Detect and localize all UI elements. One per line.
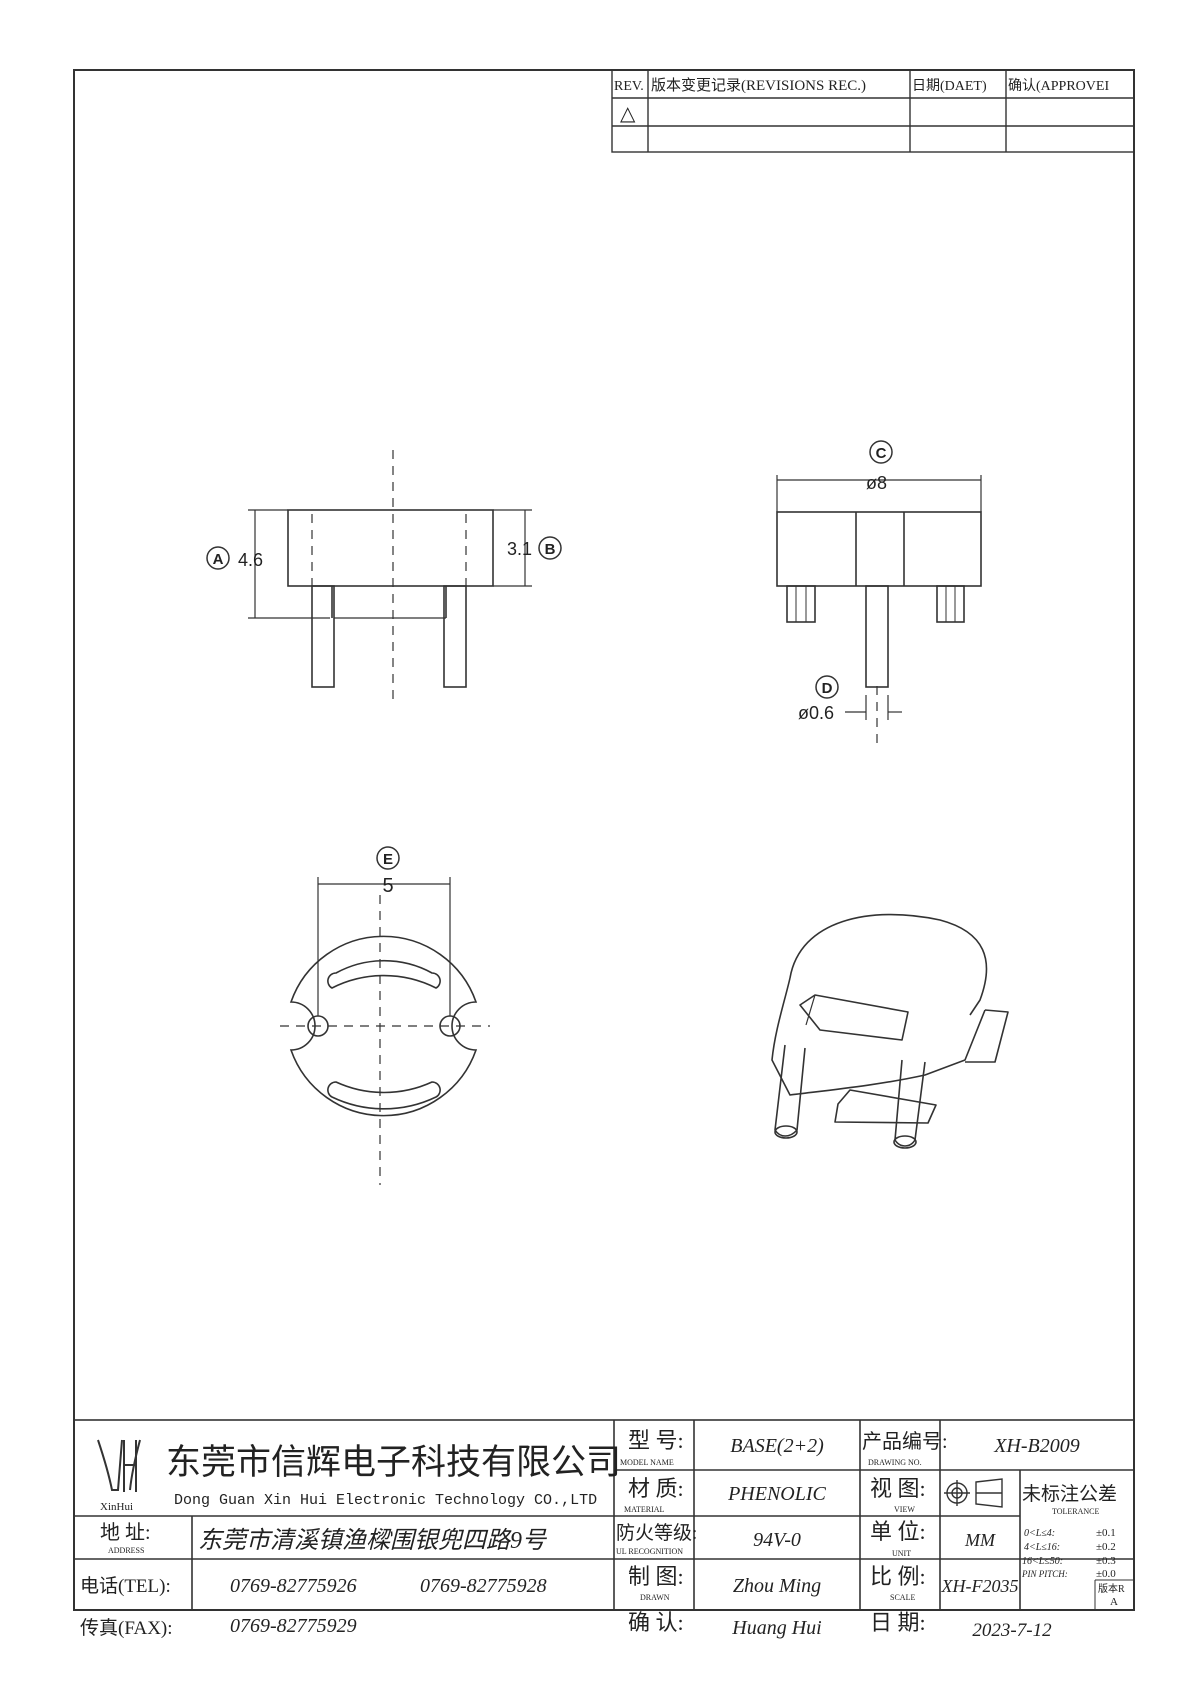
iso-side-tab [965,1009,1009,1063]
logo-text: XinHui [100,1501,133,1513]
bottom-view-slot-top [327,960,441,989]
drawing-no-label: 产品编号: [862,1430,948,1453]
drawn-label: 制 图: [628,1564,684,1589]
iso-inner-slot [799,994,909,1041]
dimension-d-value: ø0.6 [798,703,834,723]
svg-text:E: E [383,851,393,868]
iso-bottom-slot [834,1089,937,1124]
tolerance-value-3: ±0.0 [1096,1568,1116,1580]
tel-label: 电话(TEL): [80,1575,171,1597]
company-name-cn: 东莞市信辉电子科技有限公司 [166,1443,621,1482]
drawing-no-value: XH-B2009 [993,1435,1080,1457]
tolerance-range-3: PIN PITCH: [1021,1569,1068,1579]
iso-pin-right [894,1059,926,1147]
svg-text:C: C [876,445,887,462]
version-label: 版本R [1098,1582,1125,1595]
side-view-body [287,509,494,587]
drawn-value: Zhou Ming [733,1575,821,1597]
unit-label-en: UNIT [892,1549,911,1558]
dimension-d-marker: D [815,675,839,699]
tel-value-2: 0769-82775928 [420,1575,547,1597]
date-header: 日期(DAET) [912,78,987,94]
isometric-view [771,913,1009,1149]
bottom-view-outline [289,935,478,1117]
rev-header: REV. [614,79,644,94]
bottom-view-slot-bottom [327,1081,441,1110]
tolerance-value-1: ±0.2 [1096,1541,1116,1553]
iso-top-face [789,913,988,1016]
dimension-a-value: 4.6 [238,550,263,570]
dimension-e-marker: E [376,846,400,870]
revisions-rec-header: 版本变更记录(REVISIONS REC.) [651,77,866,94]
scale-value: XH-F2035 [941,1576,1019,1596]
address-value: 东莞市清溪镇渔樑围银兜四路9号 [198,1527,548,1554]
version-value: A [1110,1596,1118,1608]
iso-pin-left [774,1044,806,1137]
dimension-a-marker: A [206,546,230,570]
unit-label: 单 位: [870,1519,926,1544]
tolerance-title: 未标注公差 [1022,1483,1117,1505]
model-value: BASE(2+2) [730,1435,824,1457]
address-label-en: ADDRESS [108,1546,144,1555]
drawing-no-label-en: DRAWING NO. [868,1458,922,1467]
fax-value: 0769-82775929 [230,1615,357,1637]
tolerance-range-2: 16<L≤50: [1022,1556,1063,1567]
approve-header: 确认(APPROVEI [1008,78,1109,94]
company-logo [97,1439,141,1492]
model-label: 型 号: [628,1428,684,1453]
tolerance-range-0: 0<L≤4: [1024,1528,1055,1539]
confirm-value: Huang Hui [731,1617,821,1639]
scale-label-en: SCALE [890,1593,915,1602]
material-value: PHENOLIC [727,1483,826,1505]
model-label-en: MODEL NAME [620,1458,674,1467]
scale-label: 比 例: [870,1564,926,1589]
dimension-b-marker: B [538,536,562,560]
company-name-en: Dong Guan Xin Hui Electronic Technology … [174,1492,597,1509]
view-label: 视 图: [870,1476,926,1501]
dimension-c-marker: C [869,440,893,464]
tolerance-value-0: ±0.1 [1096,1527,1116,1539]
front-view-stub-left [786,585,816,623]
iso-front-face [771,977,986,1096]
fire-rating-label-en: UL RECOGNITION [616,1547,683,1556]
material-label: 材 质: [628,1476,684,1501]
svg-text:A: A [213,551,224,568]
title-block [73,1419,1135,1611]
date-label: 日 期: [870,1610,926,1635]
fire-rating-label: 防火等级: [616,1522,697,1544]
front-view-stub-right [936,585,965,623]
front-view-body [776,511,982,587]
front-view-pin [865,585,889,688]
side-view-pin-right [443,585,467,688]
material-label-en: MATERIAL [624,1505,665,1514]
revision-triangle-icon: △ [620,103,636,125]
tolerance-title-en: TOLERANCE [1052,1507,1100,1516]
sheet-border [73,69,1135,1611]
fax-label: 传真(FAX): [80,1617,173,1639]
tolerance-value-2: ±0.3 [1096,1555,1116,1567]
confirm-label: 确 认: [628,1610,684,1635]
projection-symbol-icon [944,1478,1003,1508]
tel-value-1: 0769-82775926 [230,1575,357,1597]
tolerance-range-1: 4<L≤16: [1024,1542,1060,1553]
side-view-pin-left [311,585,335,688]
unit-value: MM [964,1530,996,1550]
bottom-view [280,877,490,1185]
fire-rating-value: 94V-0 [753,1529,801,1551]
side-view [248,450,532,705]
svg-text:B: B [545,541,556,558]
revision-table [611,69,1135,153]
dimension-b-value: 3.1 [507,539,532,559]
dimension-c-value: ø8 [866,473,887,493]
view-label-en: VIEW [894,1505,915,1514]
svg-text:D: D [822,680,833,697]
date-value: 2023-7-12 [972,1620,1052,1641]
drawn-label-en: DRAWN [640,1593,670,1602]
address-label: 地 址: [100,1521,151,1544]
front-view [776,475,982,745]
dimension-e-value: 5 [382,875,393,897]
